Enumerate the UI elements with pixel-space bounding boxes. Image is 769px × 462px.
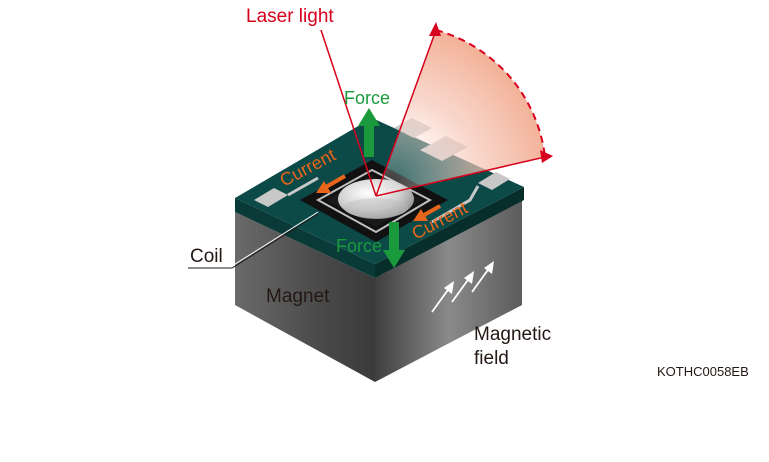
magnet-left-face xyxy=(235,212,375,382)
laser-lines xyxy=(320,22,553,197)
laser-sweep xyxy=(376,29,546,196)
laser-fan xyxy=(376,30,545,196)
coil-leader-line xyxy=(188,213,319,269)
force-arrow-up xyxy=(358,108,380,157)
pad-left xyxy=(254,188,288,207)
force-label-top: Force xyxy=(344,88,390,108)
laser-sweep-arc xyxy=(435,29,546,158)
current-arrow-left xyxy=(316,174,347,193)
pad-right xyxy=(478,172,510,190)
mirror-shadow xyxy=(344,198,408,218)
trace-left xyxy=(287,176,319,197)
force-arrow-down xyxy=(383,222,405,268)
magnet-label: Magnet xyxy=(266,286,330,307)
figure-code: KOTHC0058EB xyxy=(657,364,749,379)
magnetic-field-arrows xyxy=(431,261,494,313)
magnetic-field-label-line1: Magnetic xyxy=(474,324,551,345)
force-label-bottom: Force xyxy=(336,236,382,256)
board-left-side xyxy=(235,198,375,278)
current-arrow-right xyxy=(413,204,441,221)
laser-incident xyxy=(320,29,377,197)
laser-light-label: Laser light xyxy=(246,6,334,27)
coil-label: Coil xyxy=(190,246,223,267)
magnetic-field-label-line2: field xyxy=(474,348,509,369)
trace-right xyxy=(431,185,480,224)
laser-arrowhead-2 xyxy=(540,150,553,163)
laser-reflect-1 xyxy=(375,29,437,197)
laser-reflect-2 xyxy=(375,156,546,197)
laser-arrowhead-1 xyxy=(429,22,441,36)
coil-leader-highlight xyxy=(231,211,319,267)
board-right-side xyxy=(375,187,524,278)
coil-inner-outline xyxy=(315,168,433,234)
